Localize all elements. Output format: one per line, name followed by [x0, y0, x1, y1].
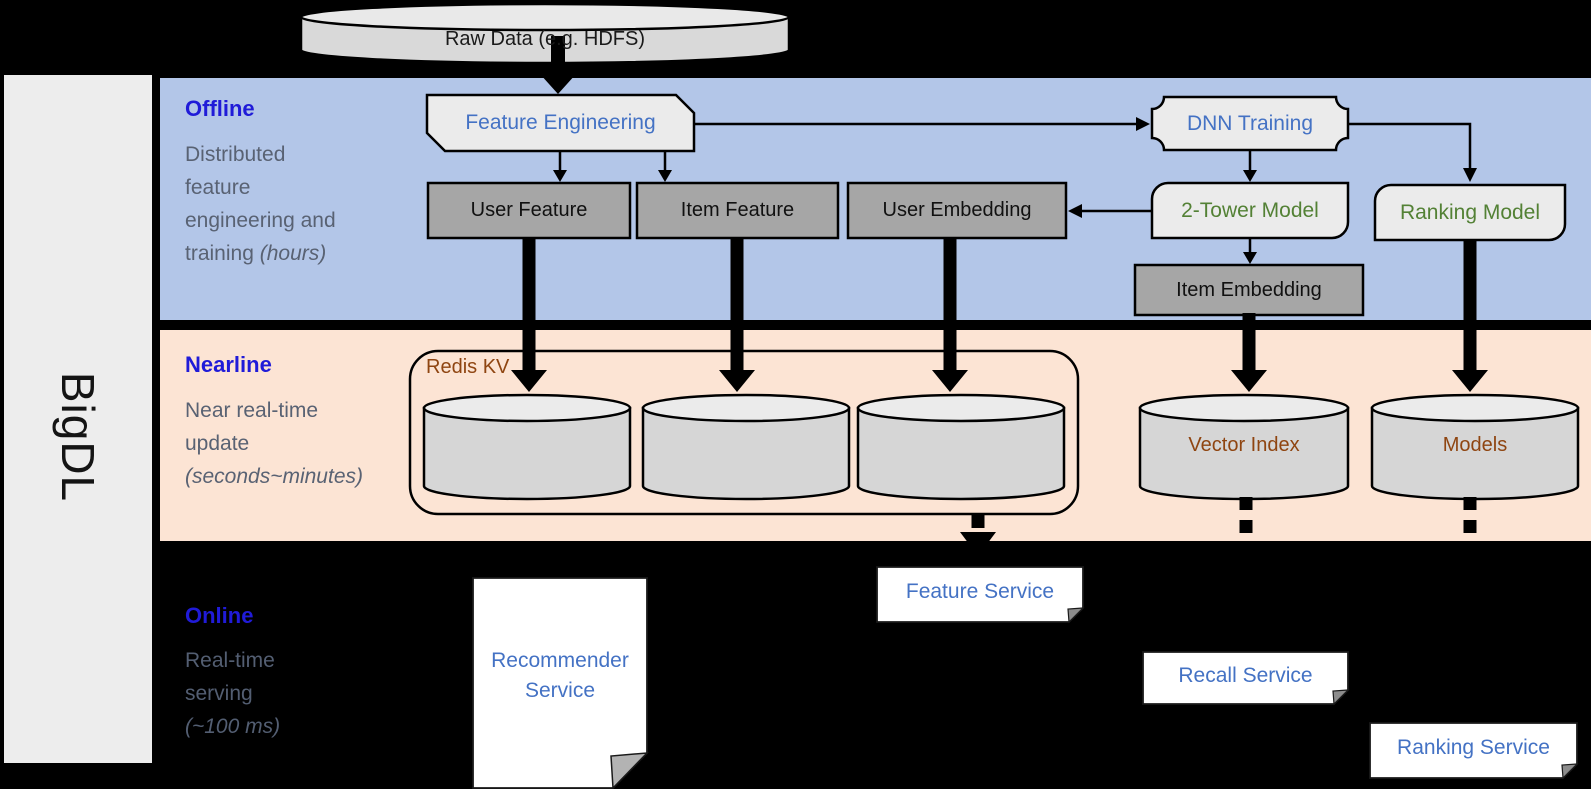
dashed-drops — [960, 497, 1477, 556]
vector-index-label: Vector Index — [1188, 433, 1300, 456]
nearline-desc: Near real-time update (seconds~minutes) — [185, 399, 363, 488]
models-cylinder — [1370, 393, 1580, 501]
thick-connectors — [511, 238, 1488, 392]
two-tower-model-shape — [1150, 181, 1350, 240]
recall-service-label: Recall Service — [1178, 664, 1313, 687]
offline-desc: Distributed feature engineering and trai… — [185, 143, 336, 265]
nearline-title: Nearline — [185, 352, 272, 377]
item-feature-label: Item Feature — [680, 199, 795, 221]
item-feature-shape — [635, 181, 840, 240]
recommender-service-shape — [472, 577, 649, 789]
redis-kv-container — [408, 349, 1080, 516]
feature-engineering-shape — [425, 93, 696, 153]
ranking-service-label: Ranking Service — [1397, 736, 1550, 759]
arrow-dnn-to-ranking — [1348, 122, 1472, 168]
online-desc: Real-time serving (~100 ms) — [185, 649, 281, 738]
user-embedding-label: User Embedding — [882, 199, 1032, 221]
online-title: Online — [185, 603, 254, 628]
feature-service-label: Feature Service — [905, 580, 1055, 603]
user-feature-label: User Feature — [470, 199, 588, 221]
feature-engineering-label: Feature Engineering — [465, 111, 656, 134]
arrow-rawdata-to-fe — [540, 36, 576, 94]
raw-data-label: Raw Data (e.g. HDFS) — [444, 27, 646, 50]
user-embedding-shape — [846, 181, 1068, 240]
ranking-model-label: Ranking Model — [1399, 200, 1541, 224]
recommender-service-label: Recommender Service — [491, 649, 629, 702]
redis-cylinder-1 — [422, 393, 632, 501]
folded-corner-icon — [1067, 607, 1085, 624]
redis-kv-label: Redis KV — [426, 356, 510, 378]
user-feature-shape — [426, 181, 632, 240]
dnn-training-label: DNN Training — [1186, 111, 1314, 135]
vector-index-cylinder — [1138, 393, 1350, 501]
folded-corner-icon — [610, 752, 649, 789]
recall-service-shape — [1142, 651, 1350, 706]
bigdl-sidebar — [4, 75, 152, 763]
redis-cylinder-2 — [641, 393, 851, 501]
redis-cylinder-3 — [856, 393, 1066, 501]
thin-connectors — [558, 122, 1472, 252]
dnn-training-shape — [1150, 95, 1350, 152]
models-label: Models — [1442, 433, 1508, 456]
ranking-service-shape — [1369, 722, 1579, 780]
folded-corner-icon — [1561, 763, 1579, 780]
feature-service-shape — [876, 566, 1085, 624]
item-embedding-shape — [1133, 263, 1365, 317]
ranking-model-shape — [1373, 183, 1567, 242]
thin-arrowheads — [553, 117, 1477, 264]
two-tower-model-label: 2-Tower Model — [1181, 198, 1319, 222]
folded-corner-icon — [1332, 689, 1350, 706]
item-embedding-label: Item Embedding — [1176, 278, 1322, 301]
offline-title: Offline — [185, 96, 255, 121]
